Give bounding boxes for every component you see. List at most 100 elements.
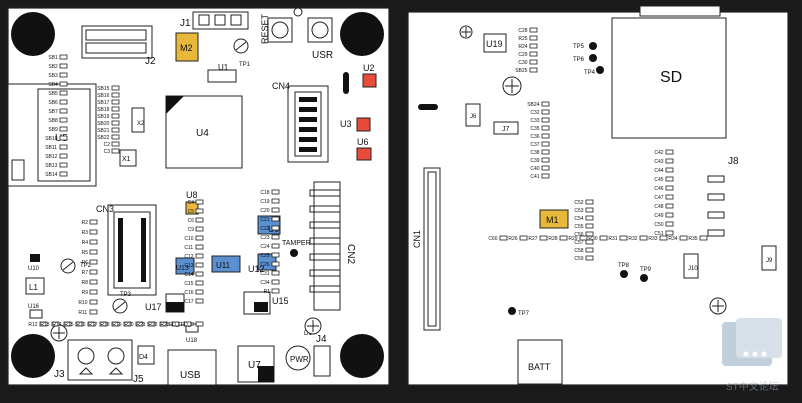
passive-footprint — [665, 167, 674, 173]
passive-footprint — [111, 92, 120, 98]
passive-footprint — [171, 321, 180, 327]
component-label: C2 — [104, 142, 111, 148]
u2-chip — [362, 73, 377, 88]
passive-footprint — [75, 321, 84, 327]
passive-footprint — [271, 243, 280, 249]
passive-footprint — [195, 298, 204, 304]
component-label: C4 — [188, 200, 195, 206]
j3-j5-terminal: J3 J5 — [54, 339, 144, 385]
component-label: C29 — [518, 52, 527, 58]
j4-label: J4 — [316, 334, 327, 345]
component-label: R11 — [78, 310, 87, 316]
passive-footprint — [539, 235, 548, 241]
component-label: C34 — [260, 280, 269, 286]
passive-footprint — [585, 231, 594, 237]
passive-footprint — [183, 321, 192, 327]
passive-footprint — [89, 279, 98, 285]
tp4-label: TP4 — [584, 70, 596, 76]
tp5-point — [589, 42, 597, 50]
fiducial-mark — [502, 76, 522, 96]
component-label: R5 — [82, 250, 89, 256]
left-board: J1 J2 M2 TP1 RESET USR U1 — [7, 7, 390, 386]
d4-label: D4 — [139, 354, 148, 361]
component-label: C54 — [574, 216, 583, 222]
passive-footprint — [665, 212, 674, 218]
j10-label: J10 — [688, 266, 698, 272]
component-label: LED_C — [178, 322, 195, 328]
passive-footprint — [529, 67, 538, 73]
passive-footprint — [529, 27, 538, 33]
passive-footprint — [135, 321, 144, 327]
component-label: LED_G — [166, 322, 183, 328]
component-label: SB22 — [97, 135, 109, 141]
passive-footprint — [585, 207, 594, 213]
component-label: C38 — [530, 150, 539, 156]
passive-footprint — [111, 113, 120, 119]
passive-footprint — [59, 153, 68, 159]
component-label: R19 — [112, 322, 121, 328]
usr-button[interactable]: USR — [307, 17, 333, 61]
batt-label: BATT — [528, 362, 551, 372]
passive-footprint — [271, 261, 280, 267]
component-label: R18 — [100, 322, 109, 328]
component-label: C25 — [260, 253, 269, 259]
passive-footprint — [111, 127, 120, 133]
u4-chip: U4 — [165, 95, 243, 169]
component-label: C60 — [488, 236, 497, 242]
passive-footprint — [59, 72, 68, 78]
reset-button[interactable]: RESET — [260, 13, 293, 44]
j4-connector — [313, 345, 331, 377]
passive-footprint — [541, 101, 550, 107]
component-label: R10 — [78, 300, 87, 306]
pwr-button[interactable] — [285, 345, 311, 371]
passive-footprint — [159, 321, 168, 327]
u13-label: U13 — [176, 265, 189, 272]
u12-label: U12 — [248, 264, 265, 274]
tp7-label: TP7 — [518, 311, 530, 317]
u10-chip — [30, 254, 40, 262]
component-label: C51 — [654, 231, 663, 237]
component-label: R20 — [124, 322, 133, 328]
component-label: C37 — [530, 142, 539, 148]
component-label: SB15 — [97, 86, 109, 92]
passive-footprint — [541, 173, 550, 179]
component-label: SB14 — [45, 172, 57, 178]
u1-label: U1 — [218, 63, 229, 72]
component-label: R9 — [82, 290, 89, 296]
component-label: SB20 — [97, 121, 109, 127]
passive-footprint — [585, 223, 594, 229]
passive-footprint — [665, 230, 674, 236]
component-label: SB7 — [48, 109, 58, 115]
component-label: R30 — [588, 236, 597, 242]
component-label: C24 — [260, 244, 269, 250]
passive-footprint — [541, 117, 550, 123]
j9-connector — [761, 245, 777, 271]
component-label: C46 — [654, 186, 663, 192]
tp5-label: TP5 — [573, 44, 585, 50]
d4-diode — [137, 345, 155, 365]
component-label: C59 — [574, 256, 583, 262]
component-label: C19 — [260, 199, 269, 205]
u3-chip — [356, 117, 371, 132]
component-label: C22 — [260, 226, 269, 232]
reset-label: RESET — [260, 13, 270, 44]
passive-footprint — [59, 144, 68, 150]
fiducial-mark — [293, 7, 303, 17]
component-label: C5 — [188, 209, 195, 215]
passive-footprint — [63, 321, 72, 327]
component-label: SB12 — [45, 154, 57, 160]
j1-header: J1 — [180, 11, 249, 30]
passive-footprint — [89, 269, 98, 275]
component-label: C14 — [184, 272, 193, 278]
tp8-point — [620, 270, 628, 278]
component-label: R7 — [82, 270, 89, 276]
component-label: R15 — [64, 322, 73, 328]
component-label: C43 — [654, 159, 663, 165]
component-label: R35 — [688, 236, 697, 242]
passive-footprint — [529, 59, 538, 65]
component-label: R25 — [518, 36, 527, 42]
passive-footprint — [111, 134, 120, 140]
component-label: R16 — [76, 322, 85, 328]
passive-footprint — [195, 321, 204, 327]
l1-inductor — [25, 277, 45, 295]
